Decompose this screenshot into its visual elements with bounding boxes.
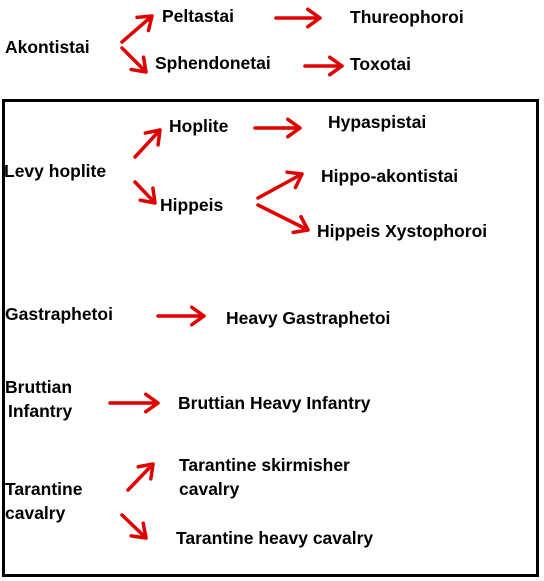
node-tarantine-cavalry: Tarantine cavalry xyxy=(5,477,82,525)
node-akontistai: Akontistai xyxy=(5,37,90,57)
node-tarantine-cavalry-line2: cavalry xyxy=(5,503,66,523)
node-gastraphetoi: Gastraphetoi xyxy=(5,304,113,324)
arrow-hoplite-hypaspistai xyxy=(253,117,302,139)
arrow-peltastai-thureophoroi xyxy=(274,7,322,29)
arrow-tarantine-skirmisher xyxy=(126,462,155,492)
node-tarantine-skirmisher-cavalry-line2: cavalry xyxy=(179,479,240,499)
frame-box xyxy=(2,99,539,577)
node-tarantine-heavy-cavalry: Tarantine heavy cavalry xyxy=(176,528,374,548)
node-bruttian-heavy-infantry: Bruttian Heavy Infantry xyxy=(178,393,371,413)
node-hoplite: Hoplite xyxy=(169,116,229,136)
node-tarantine-skirmisher-cavalry-line1: Tarantine skirmisher xyxy=(179,455,350,475)
arrow-tarantine-heavy xyxy=(120,513,148,540)
node-hippo-akontistai: Hippo-akontistai xyxy=(321,166,459,186)
node-tarantine-cavalry-line1: Tarantine xyxy=(5,479,83,499)
arrow-akontistai-sphendonetai xyxy=(120,46,148,74)
arrow-hippeis-hippo-akontistai xyxy=(256,170,304,200)
node-hypaspistai: Hypaspistai xyxy=(328,112,427,132)
node-thureophoroi: Thureophoroi xyxy=(350,7,464,27)
node-bruttian-infantry-line1: Bruttian xyxy=(5,377,73,397)
node-sphendonetai: Sphendonetai xyxy=(155,53,271,73)
arrow-hippeis-xystophoroi xyxy=(256,203,310,235)
arrow-akontistai-peltastai xyxy=(120,14,154,44)
arrow-gastraphetoi-heavy xyxy=(156,305,206,327)
node-levy-hoplite: Levy hoplite xyxy=(4,161,107,181)
node-bruttian-infantry: Bruttian Infantry xyxy=(5,375,72,423)
arrow-sphendonetai-toxotai xyxy=(303,55,344,77)
node-peltastai: Peltastai xyxy=(162,6,234,26)
node-hippeis-xystophoroi: Hippeis Xystophoroi xyxy=(317,221,488,241)
arrow-levy-hoplite-hoplite xyxy=(133,128,162,159)
node-tarantine-skirmisher-cavalry: Tarantine skirmisher cavalry xyxy=(179,453,350,501)
node-toxotai: Toxotai xyxy=(350,54,411,74)
node-heavy-gastraphetoi: Heavy Gastraphetoi xyxy=(226,308,391,328)
arrow-levy-hoplite-hippeis xyxy=(133,180,157,205)
node-hippeis: Hippeis xyxy=(160,195,224,215)
node-bruttian-infantry-line2: Infantry xyxy=(8,401,73,421)
arrow-bruttian-heavy xyxy=(108,392,160,414)
